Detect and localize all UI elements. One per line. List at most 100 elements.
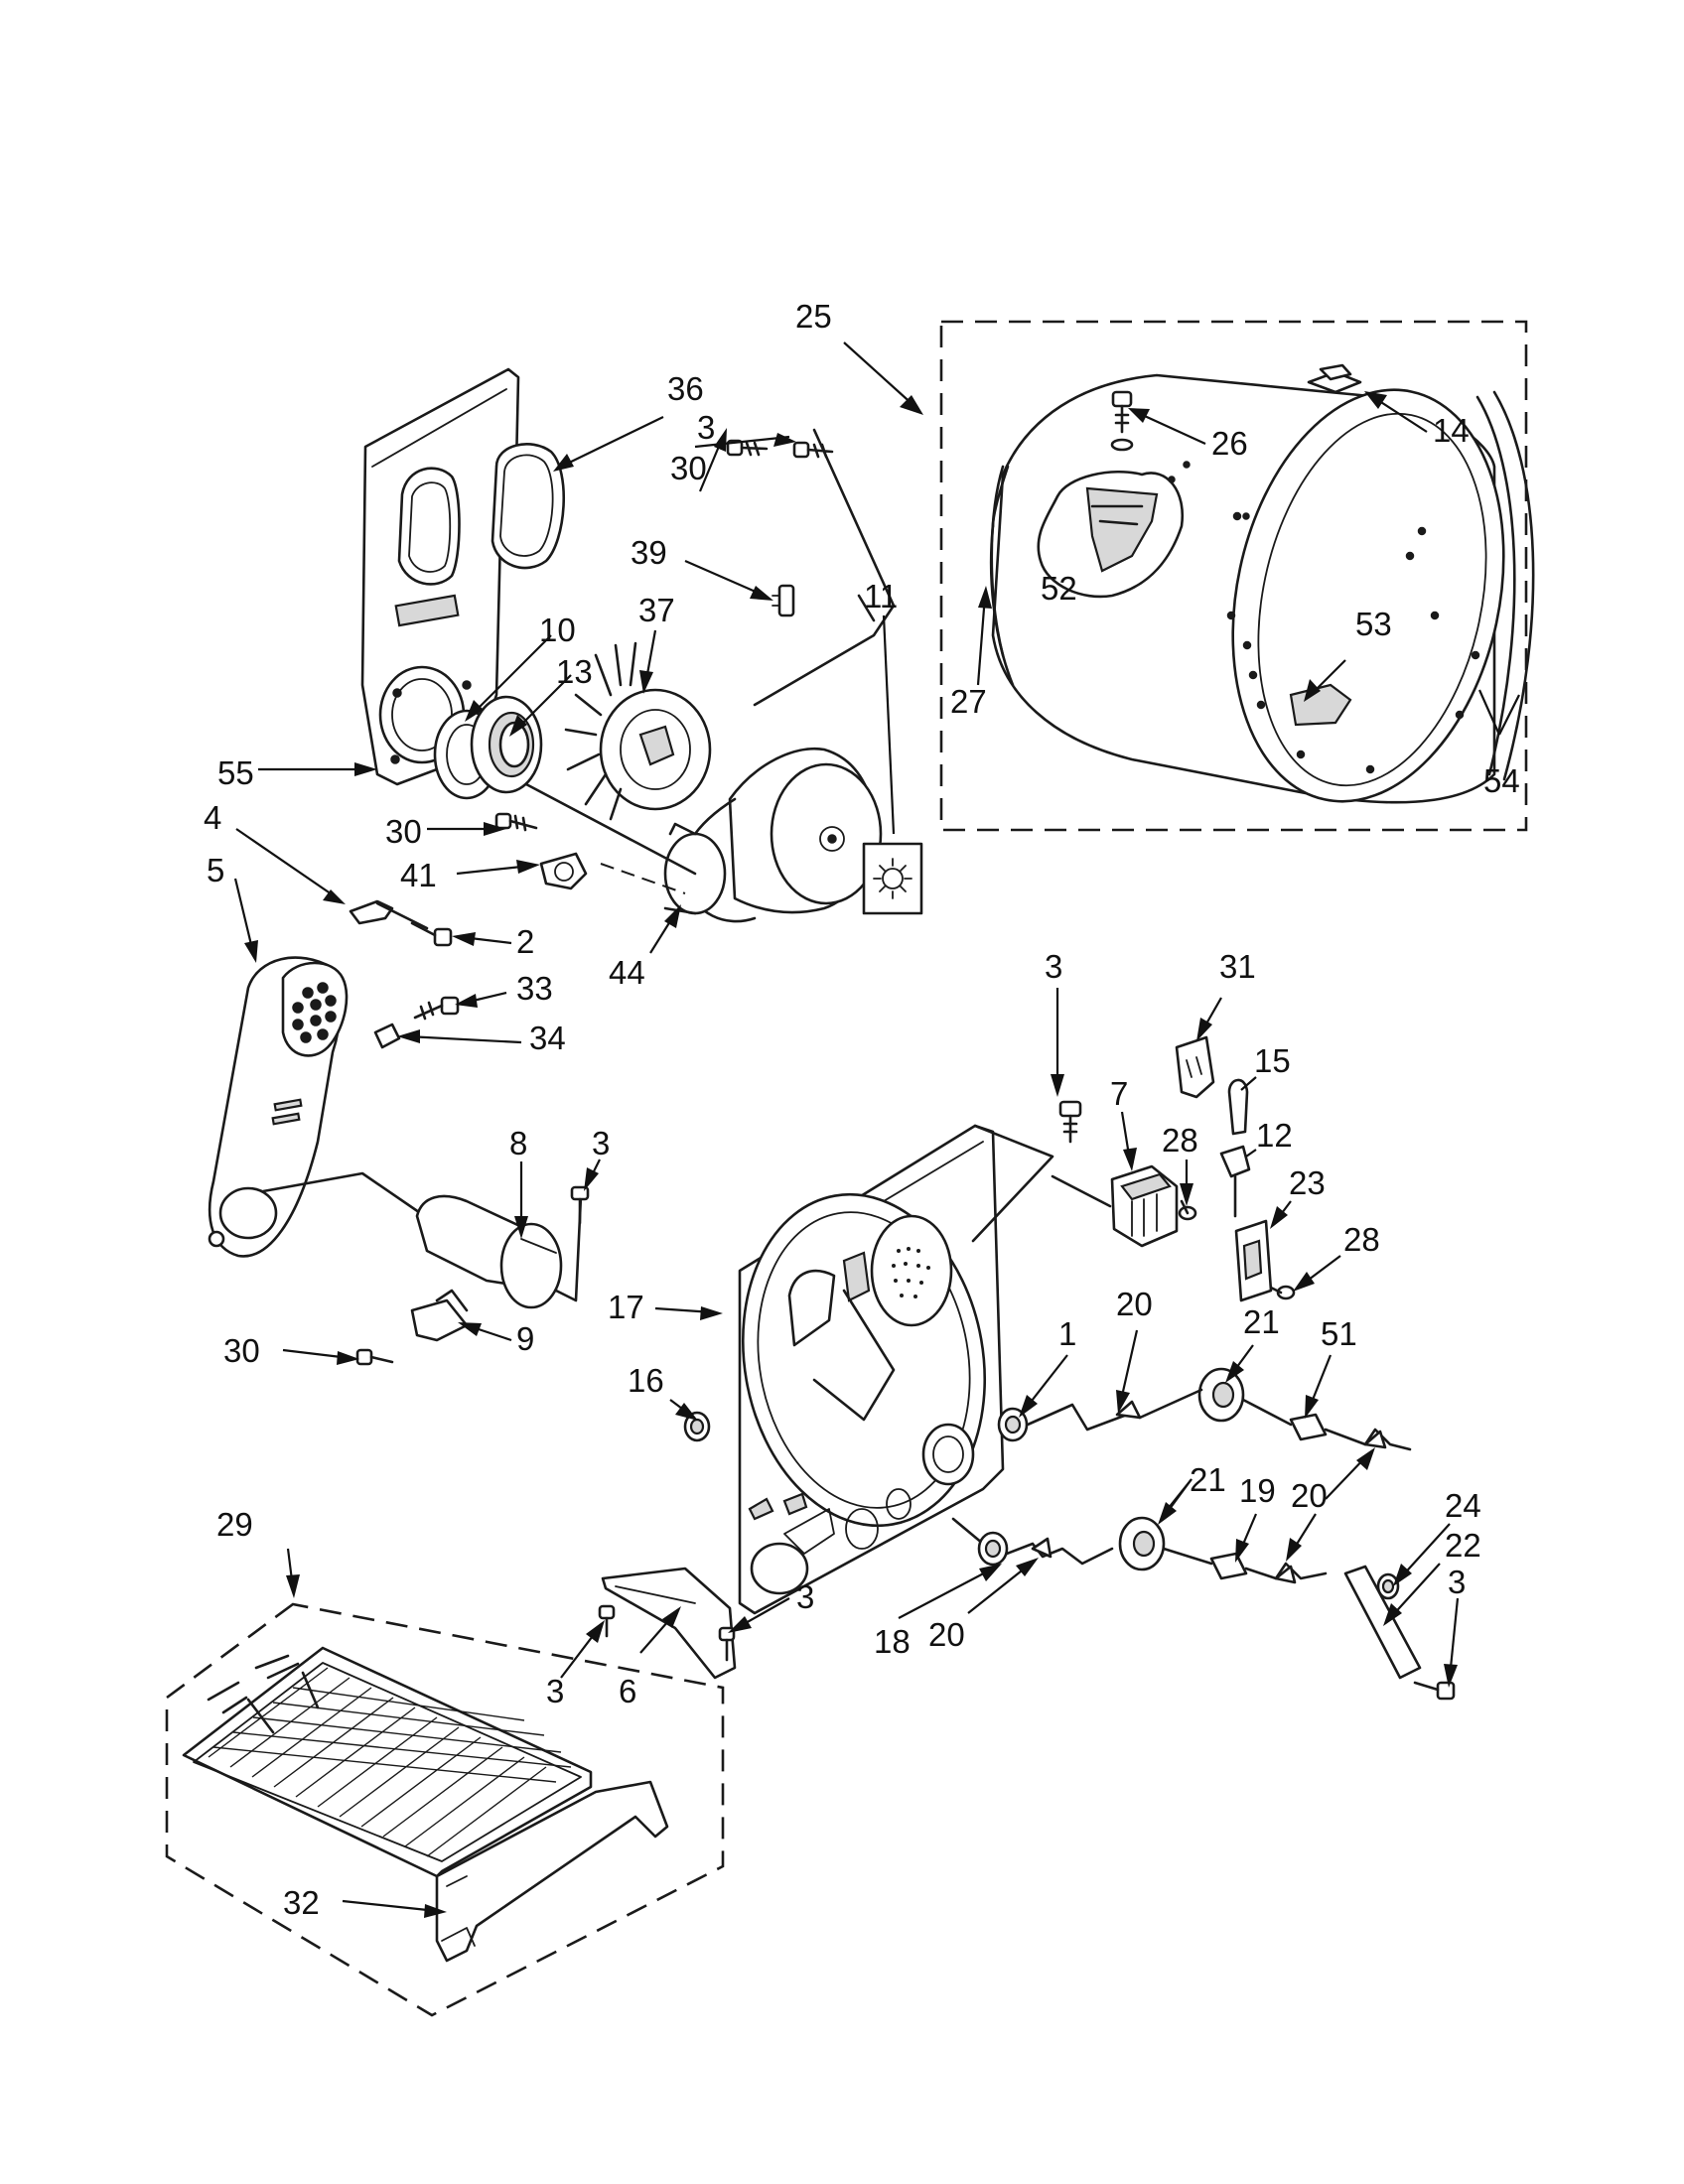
callout-21-lower: 21 (1190, 1461, 1226, 1498)
callout-3-bracket: 3 (1448, 1564, 1466, 1600)
screw-30-top (726, 439, 769, 457)
heater-wire (554, 1194, 583, 1302)
front-panel-duct-slot (842, 1251, 871, 1302)
callout-21-upper: 21 (1243, 1303, 1280, 1340)
callout-32: 32 (283, 1884, 320, 1921)
callout-11: 11 (864, 578, 898, 614)
terminal-block-7 (1110, 1164, 1179, 1248)
drive-line (524, 782, 697, 876)
seal-36 (491, 443, 566, 570)
label-11 (862, 842, 923, 915)
bracket-22 (1343, 1565, 1422, 1680)
callout-28-lower: 28 (1343, 1221, 1380, 1258)
callout-39: 39 (631, 534, 667, 571)
front-panel-assembly (598, 1035, 1456, 1701)
leader-arrows (233, 341, 1520, 1918)
callout-labels: 25 14 26 52 53 27 54 36 3 30 39 37 10 13… (204, 298, 1520, 1921)
callout-37: 37 (638, 592, 675, 628)
screw-26 (1110, 390, 1134, 452)
drum-inner-rim (1257, 412, 1487, 787)
drum-assembly-boundary (939, 320, 1528, 832)
callout-20-lower: 20 (928, 1616, 965, 1653)
drum-rivets (1168, 461, 1480, 774)
screw-30-mid (494, 812, 538, 832)
shaft-51 (1289, 1413, 1328, 1441)
callout-7: 7 (1110, 1075, 1128, 1112)
callout-51: 51 (1321, 1315, 1357, 1352)
base-bolt-left (207, 1681, 248, 1714)
drum-seal-54 (1475, 395, 1516, 776)
callout-17: 17 (608, 1289, 644, 1325)
base-assembly (165, 1602, 725, 2017)
lint-screen-dots (892, 1247, 930, 1298)
switch-41 (539, 852, 588, 890)
screw-2 (410, 921, 453, 947)
callout-1: 1 (1058, 1315, 1076, 1352)
front-panel-port-a (921, 1423, 975, 1486)
heater-duct-assembly (208, 956, 590, 1366)
bulkhead-opening-inner (408, 481, 452, 573)
callout-18: 18 (874, 1623, 911, 1660)
callout-20-upper: 20 (1116, 1286, 1153, 1322)
roller-20c-shape (1031, 1537, 1052, 1559)
rear-panel-assembly (349, 367, 923, 947)
base-boundary (165, 1602, 725, 2017)
heater-8 (415, 1194, 563, 1309)
bulkhead-opening (397, 467, 461, 586)
callout-3-toe-right: 3 (796, 1578, 814, 1615)
nut-16 (683, 1411, 711, 1442)
drum-seal-54b (1492, 390, 1535, 781)
callout-25: 25 (795, 298, 832, 335)
duct-5-holes (292, 982, 337, 1043)
rail-32 (435, 1780, 669, 1963)
bracket-9 (410, 1298, 469, 1342)
callout-41: 41 (400, 857, 437, 893)
callout-20-right: 20 (1291, 1477, 1328, 1514)
callout-9: 9 (516, 1320, 534, 1357)
screw-3-bracket (1413, 1681, 1456, 1701)
callout-30-mid: 30 (385, 813, 422, 850)
screw-28-lower (1269, 1285, 1296, 1300)
callout-3-front: 3 (1045, 948, 1062, 985)
knob-31 (1175, 1035, 1215, 1099)
front-panel-lint-screen (870, 1214, 953, 1327)
blower-wheel-37 (564, 641, 712, 821)
wire-harness (753, 428, 896, 707)
callout-23: 23 (1289, 1164, 1326, 1201)
baffle-52-shape (1085, 486, 1159, 573)
callout-34: 34 (529, 1020, 566, 1056)
callout-10: 10 (539, 612, 576, 648)
callout-30-bottom: 30 (223, 1332, 260, 1369)
callout-3-heater: 3 (592, 1125, 610, 1161)
callout-28-upper: 28 (1162, 1122, 1198, 1159)
bracket-23 (1234, 1219, 1273, 1302)
callout-3-toe-left: 3 (546, 1673, 564, 1709)
roller-20d-shape (1274, 1565, 1297, 1584)
callout-3-top: 3 (697, 409, 715, 446)
clip-4 (349, 899, 394, 925)
callout-30-top: 30 (670, 450, 707, 486)
screw-3-toe-left (598, 1604, 616, 1638)
motor-pulley-face (770, 762, 883, 905)
callout-22: 22 (1445, 1527, 1481, 1564)
callout-14: 14 (1433, 412, 1470, 449)
callout-13: 13 (556, 653, 593, 690)
screw-3-front (1058, 1100, 1082, 1144)
callout-27: 27 (950, 683, 987, 720)
callout-16: 16 (628, 1362, 664, 1399)
label-11-icon (873, 858, 912, 899)
drum-assembly (939, 320, 1535, 832)
callout-53: 53 (1355, 606, 1392, 642)
clip-34 (373, 1023, 401, 1049)
callout-54: 54 (1483, 762, 1520, 799)
callout-36: 36 (667, 370, 704, 407)
screw-3-heater (570, 1185, 590, 1225)
clip-14 (1307, 363, 1362, 394)
duct-5-outlet (218, 1186, 278, 1240)
bulkhead-flange (371, 388, 507, 468)
leader-41 (600, 863, 686, 894)
drum-seal-27 (990, 465, 1005, 657)
callout-33: 33 (516, 970, 553, 1007)
callout-52: 52 (1041, 570, 1077, 607)
